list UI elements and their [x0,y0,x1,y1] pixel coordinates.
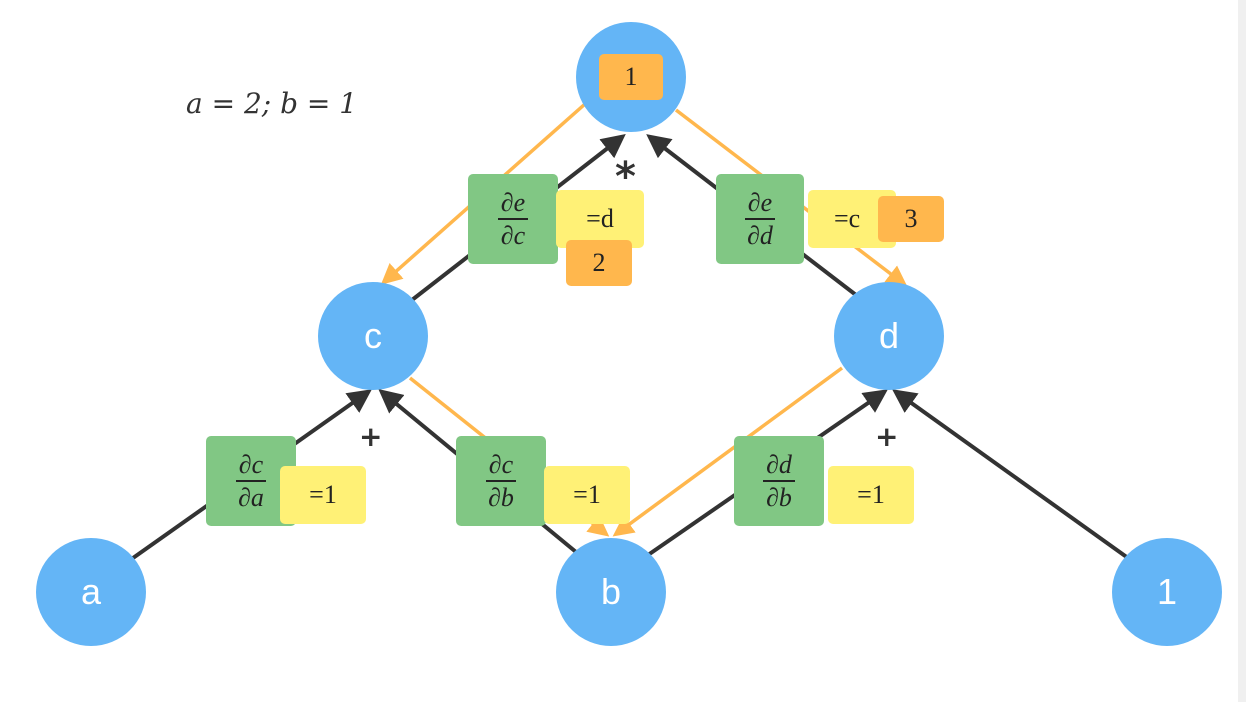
gradient-c: 2 [566,240,632,286]
derivative-de-dd: ∂e∂d [716,174,804,264]
local-value-de-dc: =d [556,190,644,248]
derivative-den: ∂c [500,221,526,250]
derivative-num: ∂d [763,450,795,482]
derivative-dc-db: ∂c∂b [456,436,546,526]
derivative-den: ∂d [747,221,773,250]
node-d: d [834,282,944,390]
derivative-den: ∂a [238,483,264,512]
grad-edge-d-to-b [612,366,844,537]
gradient-d: 3 [878,196,944,242]
multiply-operator: * [615,154,636,200]
local-value-dd-db: =1 [828,466,914,524]
edge-one-to-d [892,389,1130,560]
node-c: c [318,282,428,390]
derivative-dd-db: ∂d∂b [734,436,824,526]
gradient-e: 1 [599,54,663,100]
derivative-num: ∂e [744,188,776,220]
node-b: b [556,538,666,646]
derivative-den: ∂b [488,483,514,512]
node-one: 1 [1112,538,1222,646]
plus-operator-d: + [875,420,899,453]
derivative-num: ∂e [497,188,529,220]
node-a: a [36,538,146,646]
local-value-dc-da: =1 [280,466,366,524]
derivative-num: ∂c [485,450,517,482]
derivative-den: ∂b [766,483,792,512]
node-e: 1 [576,22,686,132]
derivative-num: ∂c [235,450,267,482]
plus-operator-c: + [359,420,383,453]
local-value-dc-db: =1 [544,466,630,524]
assignment-text: a = 2; b = 1 [186,87,358,120]
scrollbar[interactable] [1238,0,1246,702]
derivative-de-dc: ∂e∂c [468,174,558,264]
